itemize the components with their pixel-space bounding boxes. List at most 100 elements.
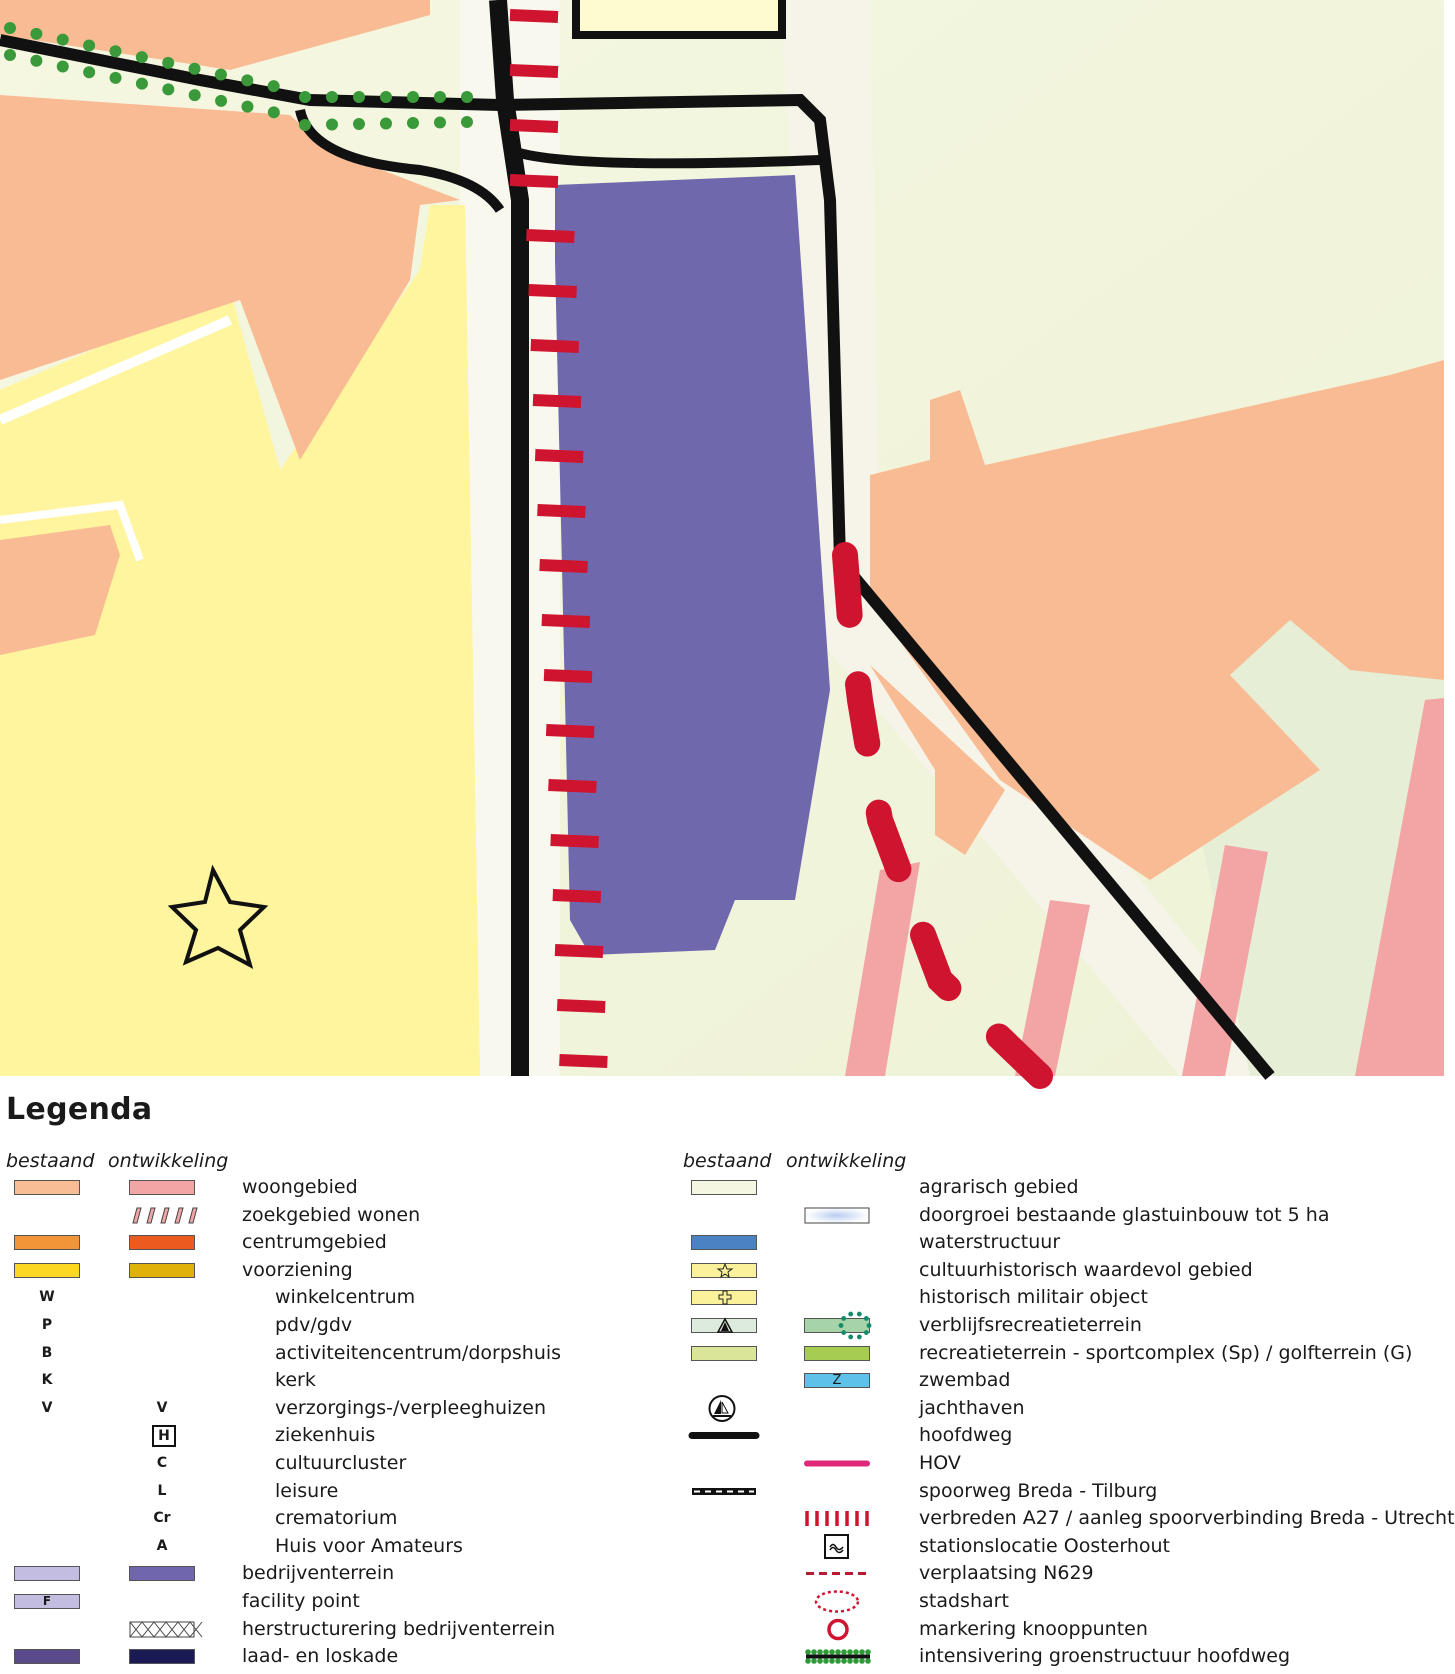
green-dot — [326, 91, 338, 103]
green-dot — [135, 77, 148, 90]
green-dot — [379, 117, 392, 130]
a27-tick — [556, 999, 606, 1013]
residential-development-1 — [845, 862, 920, 1076]
legend-label: pdv/gdv — [275, 1314, 353, 1336]
a27-tick — [543, 669, 593, 683]
col-development-left: ontwikkeling — [108, 1150, 229, 1172]
legend-swatch-existing — [14, 1594, 80, 1609]
legend-label: jachthaven — [919, 1396, 1025, 1419]
city-centre-ellipse-icon — [814, 1588, 860, 1619]
legend-row: agrarisch gebied — [0, 1174, 1444, 1201]
legend-swatch-development — [129, 1566, 195, 1582]
a27-tick — [530, 339, 580, 353]
legend-label: cultuurcluster — [275, 1452, 407, 1474]
cultural-heritage-star — [167, 864, 269, 969]
green-dot — [380, 91, 392, 103]
hatch-pattern-icon — [129, 1202, 199, 1233]
legend-label: HOV — [919, 1452, 961, 1474]
a27-tick — [559, 1054, 608, 1068]
legend-swatch-existing — [14, 1649, 80, 1665]
legend-row: A Huis voor Amateurs — [0, 1533, 1444, 1560]
legend-label: woongebied — [242, 1176, 358, 1198]
legend-row: doorgroei bestaande glastuinbouw tot 5 h… — [0, 1202, 1444, 1229]
legend-row: cultuurhistorisch waardevol gebied — [0, 1257, 1444, 1284]
legend-letter: F — [42, 1594, 52, 1608]
green-dot — [215, 94, 228, 107]
legend-label: crematorium — [275, 1507, 398, 1530]
legend-label: herstructurering bedrijventerrein — [242, 1617, 556, 1640]
legend-row: centrumgebied — [0, 1229, 1444, 1256]
legend-row: historisch militair object — [0, 1284, 1444, 1311]
legend-swatch-existing — [14, 1566, 80, 1582]
green-dot — [461, 91, 473, 103]
residential-area-w — [0, 95, 460, 460]
glasshouse-icon — [804, 1202, 874, 1233]
main-road-west — [0, 34, 1275, 1080]
legend-swatch-existing — [691, 1180, 757, 1195]
railway-line-icon — [691, 1478, 761, 1509]
road-corridor-east — [780, 0, 1300, 1076]
legend-label: verblijfsrecreatieterrein — [919, 1314, 1142, 1336]
legend-title: Legenda — [6, 1092, 153, 1127]
tent-icon — [716, 1312, 734, 1343]
legend-label: activiteitencentrum/dorpshuis — [275, 1341, 562, 1364]
legend-row: verbreden A27 / aanleg spoorverbinding B… — [0, 1505, 1455, 1532]
legend-swatch-development — [804, 1345, 870, 1361]
crosshatch-icon — [129, 1616, 203, 1647]
green-dot — [4, 49, 16, 61]
legend-label: doorgroei bestaande glastuinbouw tot 5 h… — [919, 1203, 1330, 1226]
green-dot — [433, 116, 446, 129]
legend-letter: A — [156, 1537, 168, 1554]
green-dot — [83, 39, 96, 52]
legend-letter: K — [41, 1372, 53, 1389]
legend-letter: C — [156, 1455, 168, 1471]
green-dot — [162, 83, 175, 96]
legend-label: zwembad — [919, 1369, 1011, 1392]
a27-widening-ticks — [509, 9, 608, 1068]
legend-label: Huis voor Amateurs — [275, 1534, 463, 1557]
legend-swatch-existing — [14, 1180, 80, 1195]
a27-tick — [509, 174, 559, 188]
legend-swatch-existing — [14, 1262, 80, 1278]
a27-tick — [532, 394, 582, 408]
legend-label: centrumgebied — [242, 1231, 387, 1254]
legend-label: waterstructuur — [919, 1231, 1061, 1254]
green-dot — [460, 116, 473, 129]
green-dot — [299, 91, 311, 103]
legend-swatch-existing — [691, 1235, 757, 1251]
legend-label: historisch militair object — [919, 1286, 1148, 1309]
green-dot — [241, 74, 254, 87]
green-dot — [135, 51, 148, 64]
green-dot — [299, 119, 311, 131]
a27-tick — [539, 559, 588, 573]
legend-swatch-development — [129, 1262, 195, 1278]
legend-label: stadshart — [919, 1590, 1009, 1612]
legend-swatch-development — [129, 1649, 195, 1665]
main-road-loop — [295, 108, 821, 213]
green-dot — [214, 68, 227, 81]
legend-letter: P — [41, 1317, 53, 1333]
legend-label: stationslocatie Oosterhout — [919, 1534, 1170, 1557]
legend-label: verbreden A27 / aanleg spoorverbinding B… — [919, 1507, 1455, 1530]
green-dot — [109, 71, 122, 84]
legend-row: waterstructuur — [0, 1229, 1444, 1256]
legend-letter: V — [156, 1399, 168, 1416]
green-dot — [56, 60, 69, 73]
a27-tick — [509, 64, 559, 78]
legend-label: facility point — [242, 1590, 360, 1612]
a27-tick — [509, 9, 559, 23]
n629-dashed-icon — [804, 1560, 874, 1591]
legend-row: voorziening — [0, 1257, 1444, 1284]
map-canvas[interactable] — [0, 0, 1444, 1089]
residential-area-nw — [0, 0, 430, 70]
green-dot — [109, 45, 122, 58]
local-road-2 — [0, 500, 144, 562]
a27-tick — [552, 889, 602, 903]
legend-letter: B — [41, 1344, 53, 1361]
legend-swatch-existing — [691, 1345, 757, 1361]
legend-label: laad- en loskade — [242, 1645, 399, 1668]
